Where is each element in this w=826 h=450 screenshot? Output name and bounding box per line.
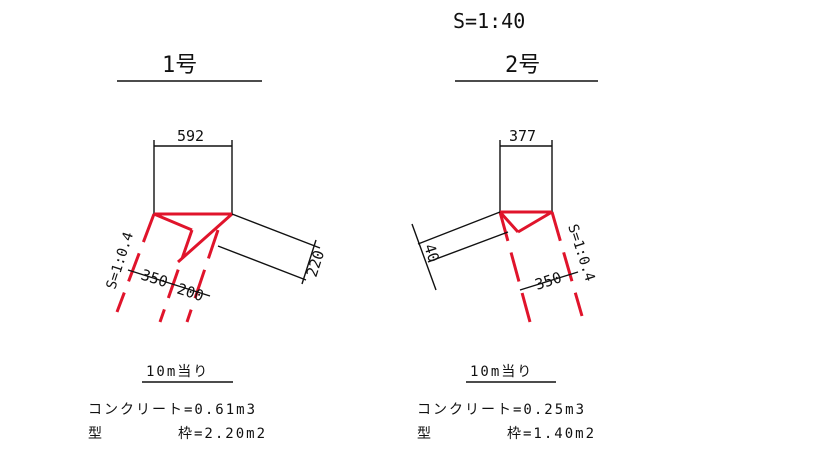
section-2: 2号 377 40 350 S=1:0.4 10m当り コンクリート=0.25m… [411,53,598,442]
section-2-per-label: 10m当り [470,364,533,380]
section-2-wall-back [517,210,553,234]
section-2-dim-side: 40 [420,242,443,265]
section-1-face-mid [158,229,194,323]
section-1-form-a: 型 [88,426,104,442]
section-1-dim-side-ext-top [231,213,321,249]
section-2-dim-side-ext-bottom [427,231,509,263]
scale-label: S=1:40 [453,9,525,33]
section-2-face-back [550,211,584,317]
section-2-concrete: コンクリート=0.25m3 [417,402,586,418]
section-1-title: 1号 [162,53,197,78]
section-1-wall-inner [153,212,193,232]
section-2-form-b: 枠=1.40m2 [507,426,596,442]
section-1-face-front [115,213,156,313]
section-2-title: 2号 [505,53,540,78]
section-2-form-a: 型 [417,426,433,442]
section-1-concrete: コンクリート=0.61m3 [88,402,257,418]
section-1-wall-back [177,212,233,264]
section-2-dim-side-ext-top [417,211,501,245]
section-2-dim-width-line [519,271,579,291]
section-2-dim-top: 377 [509,127,536,145]
section-1-dim-side-ext-bottom [217,245,307,281]
section-1: 1号 592 220 350 200 S=1:0.4 10m当り コンクリート=… [88,53,328,442]
section-1-dim-width: 350 [139,266,170,291]
section-2-wall-front [498,210,520,234]
section-1-dim-top: 592 [177,127,204,145]
section-1-form-b: 枠=2.20m2 [178,426,267,442]
section-2-dim-side-line [411,223,437,291]
section-1-face-back [185,229,220,323]
section-1-dim-width-line [127,269,211,297]
section-1-dim-side-line [301,239,317,285]
section-2-face-front [498,211,532,323]
section-1-dim-side: 220 [303,248,328,279]
section-2-dim-width: 350 [533,268,564,293]
section-1-slope: S=1:0.4 [104,230,137,291]
section-1-per-label: 10m当り [146,364,209,380]
